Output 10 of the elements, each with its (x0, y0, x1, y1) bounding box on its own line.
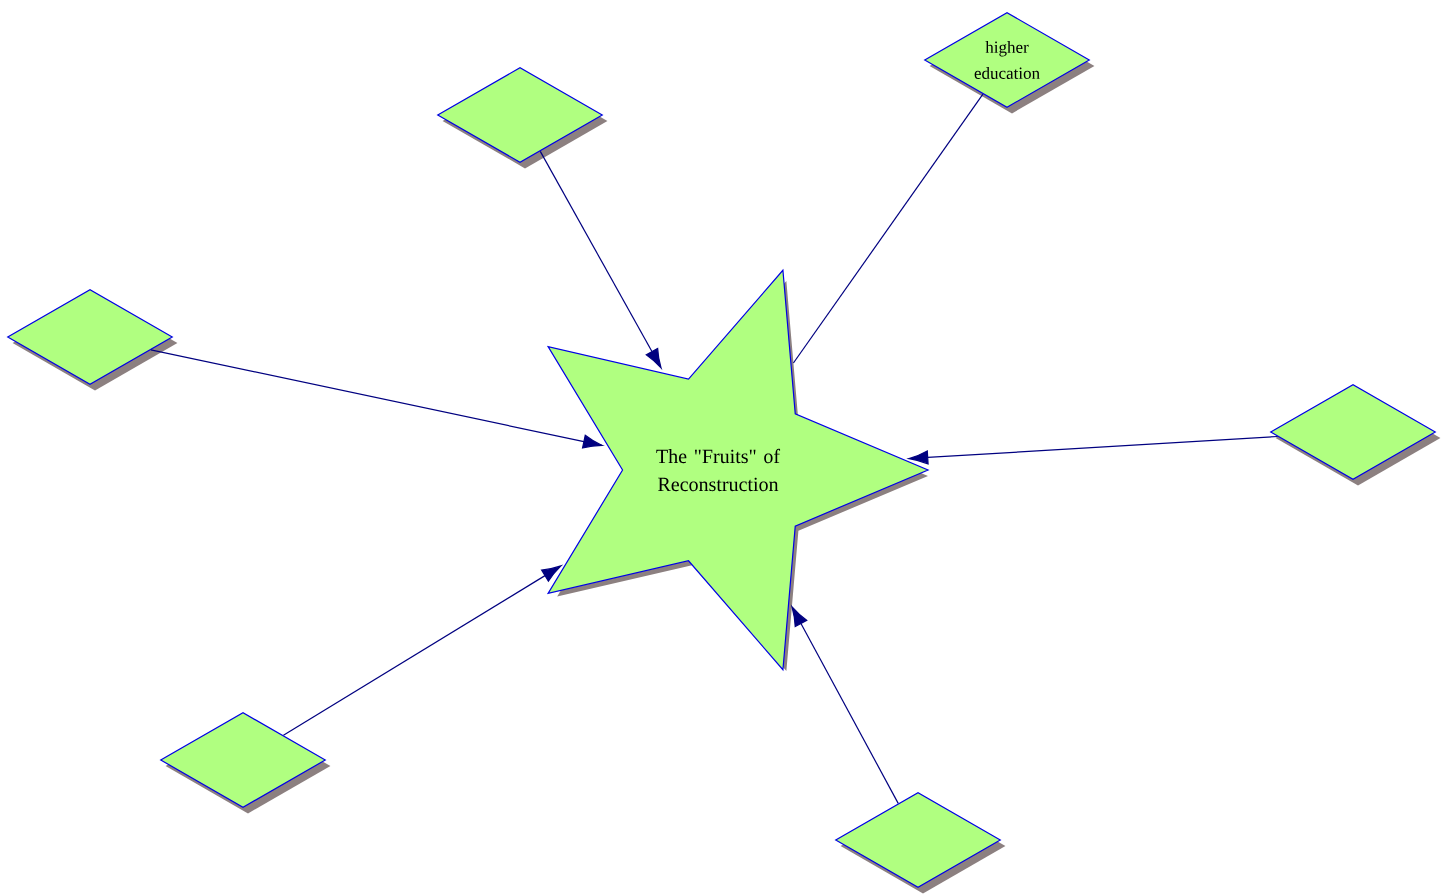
diamond-shape (1269, 384, 1441, 486)
arrow (539, 150, 662, 369)
diamond-shape (6, 289, 178, 391)
diamond-shape (834, 792, 1006, 894)
diamond-shape (436, 67, 608, 169)
arrow (908, 435, 1279, 465)
arrow (791, 606, 899, 804)
diamond-shape (159, 712, 331, 814)
arrow (282, 565, 562, 736)
arrow (150, 349, 603, 449)
